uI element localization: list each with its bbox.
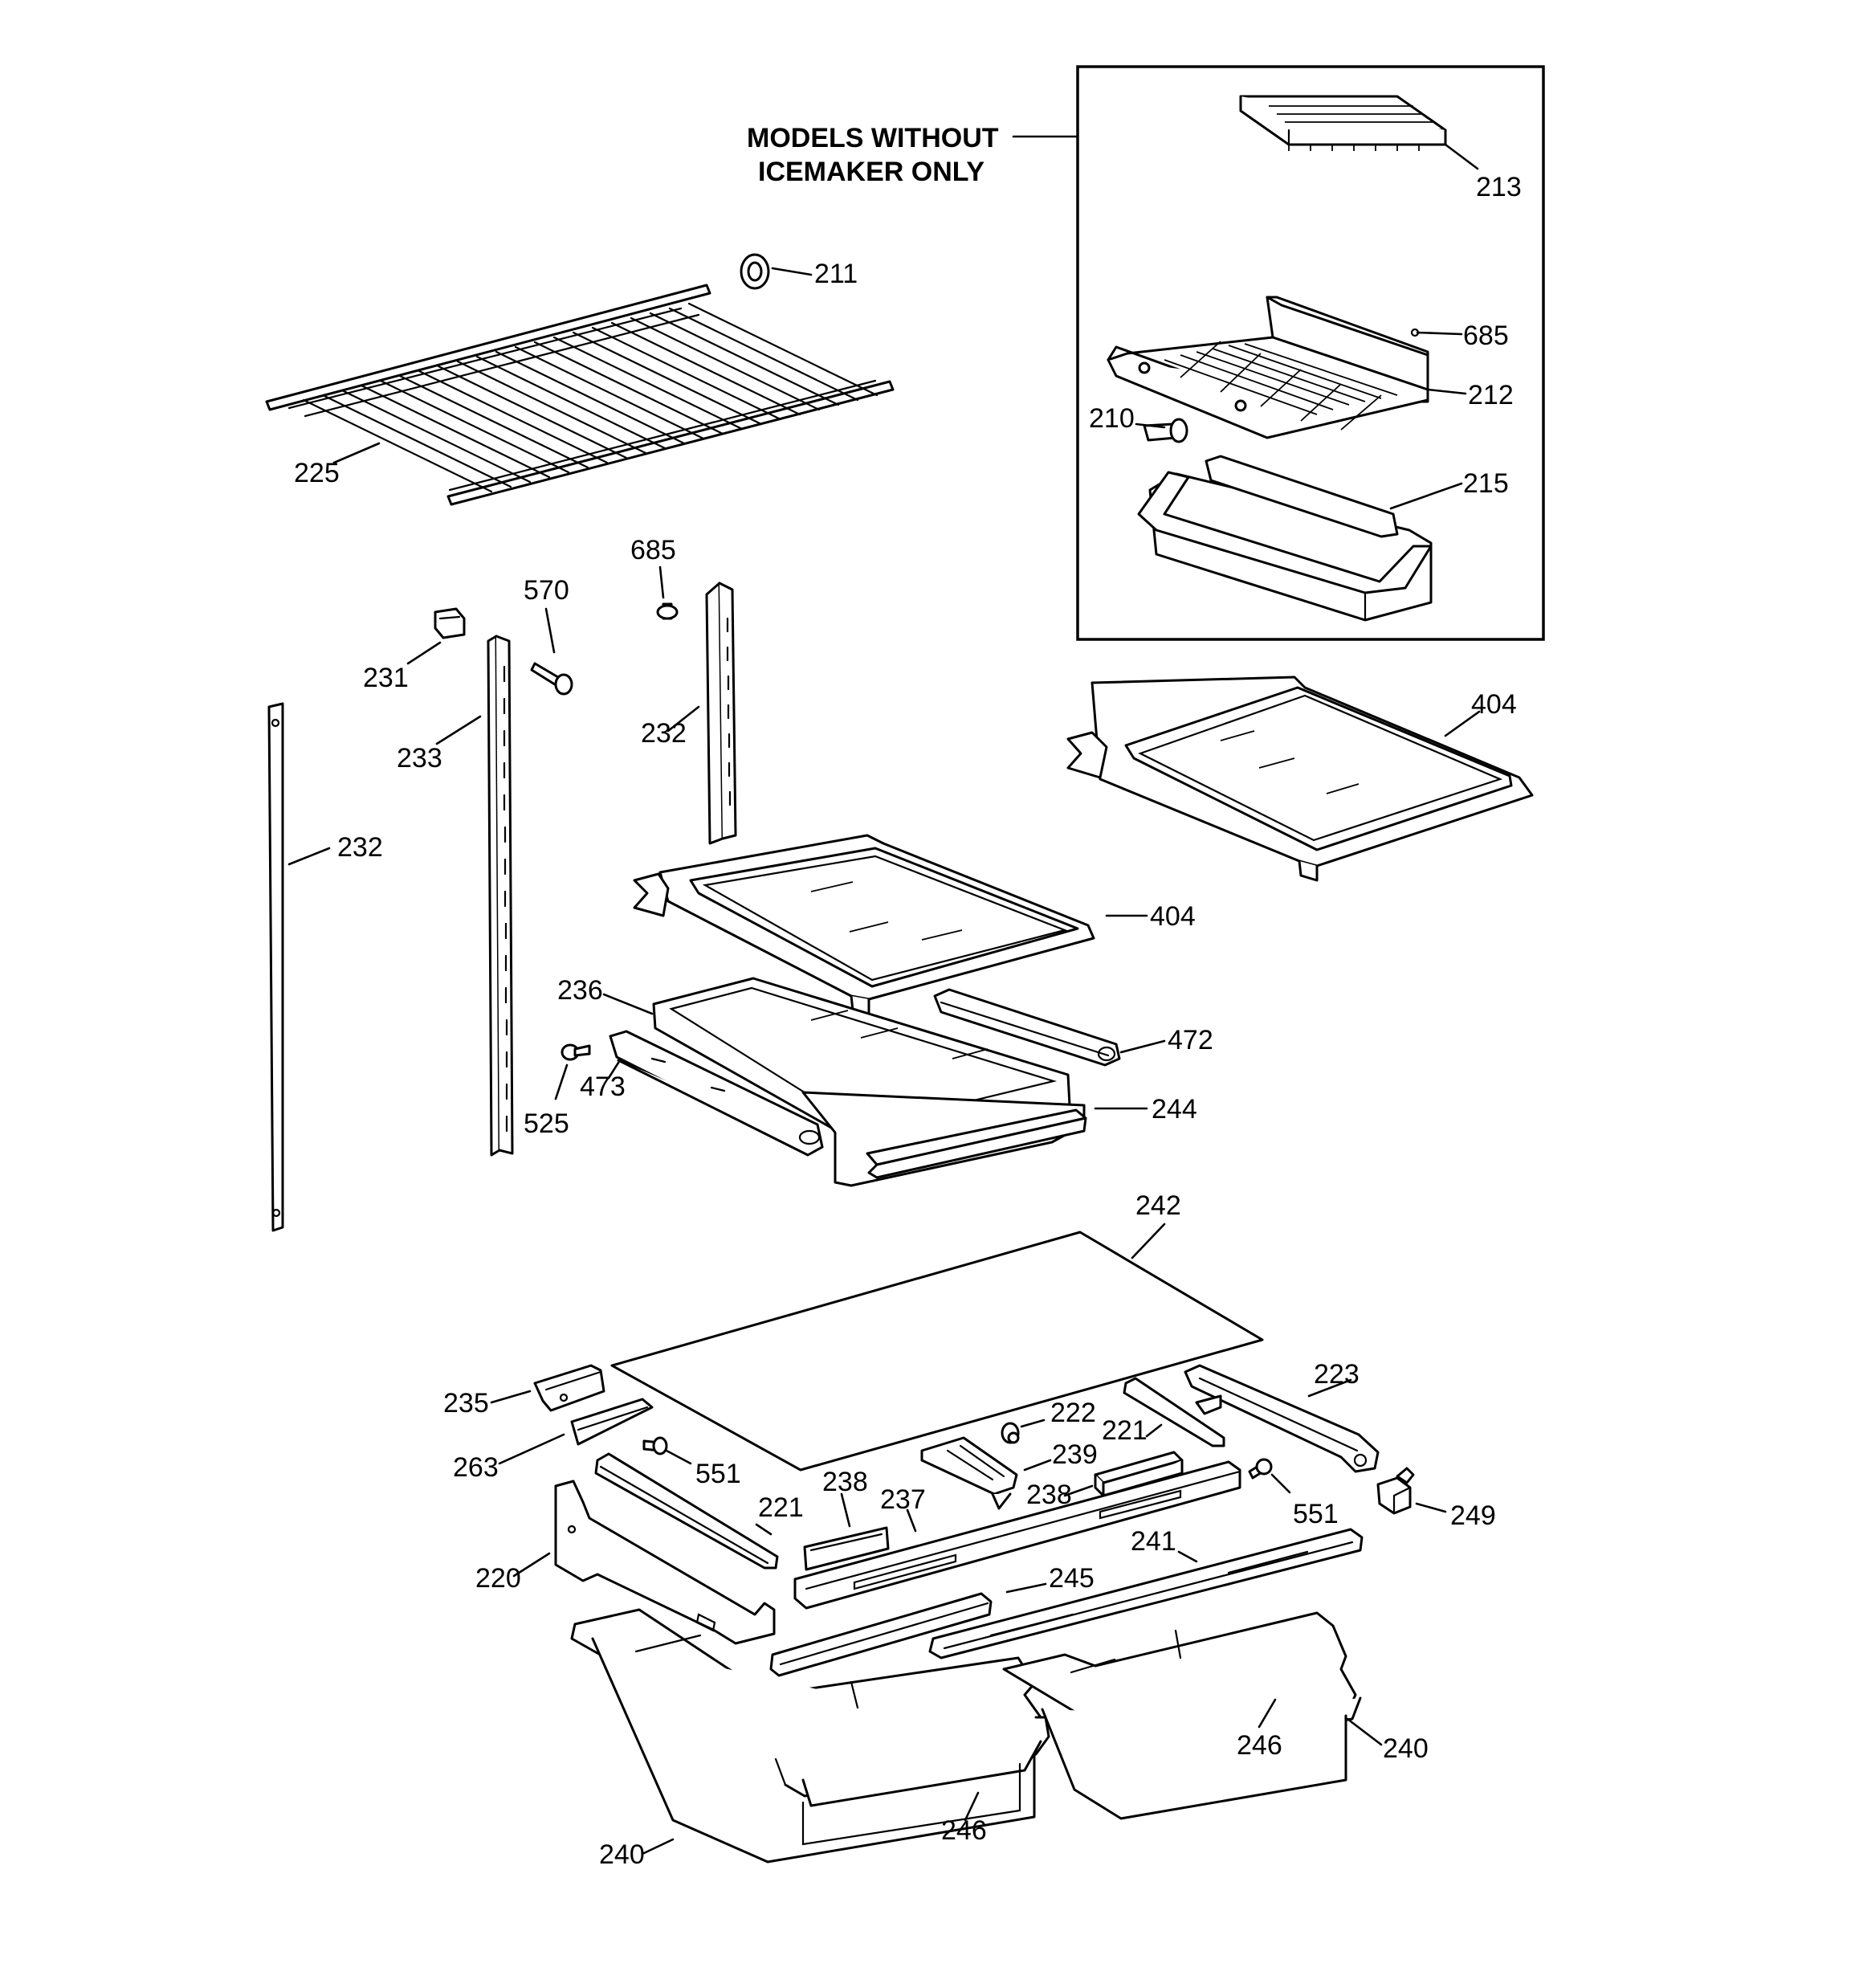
insert-238-left <box>803 1526 890 1571</box>
control-239 <box>920 1436 1018 1510</box>
shelf-cap-211 <box>740 253 770 290</box>
drawer-rail-472 <box>933 988 1121 1067</box>
callout-222: 222 <box>1050 1398 1096 1428</box>
callout-235: 235 <box>443 1388 489 1419</box>
knob-222 <box>1001 1422 1020 1444</box>
side-bracket-220 <box>554 1480 776 1645</box>
callout-236: 236 <box>557 975 603 1006</box>
rail-221-right <box>1123 1377 1225 1447</box>
callout-211: 211 <box>814 259 858 289</box>
damper-249 <box>1376 1467 1415 1515</box>
bracket-235 <box>533 1364 605 1412</box>
rail-221-left <box>594 1452 779 1570</box>
callout-233: 233 <box>397 743 442 774</box>
callout-263: 263 <box>453 1452 499 1483</box>
callout-212: 212 <box>1468 380 1514 410</box>
screw-551-right <box>1248 1458 1273 1480</box>
crisper-glass-cover-242 <box>610 1231 1264 1472</box>
callout-242: 242 <box>1135 1190 1181 1221</box>
callout-241: 241 <box>1131 1526 1176 1557</box>
inset-note-line2: ICEMAKER ONLY <box>758 157 984 187</box>
callout-240-left: 240 <box>599 1839 645 1870</box>
inset-note-line1: MODELS WITHOUT <box>747 123 999 153</box>
callout-238-left: 238 <box>822 1467 868 1497</box>
callout-472: 472 <box>1168 1025 1213 1055</box>
callout-551-left: 551 <box>695 1459 741 1489</box>
crisper-pan-240-right <box>1002 1611 1362 1820</box>
front-rail-237 <box>793 1460 1241 1610</box>
callout-221-right: 221 <box>1102 1415 1148 1446</box>
callout-404-upper: 404 <box>1471 689 1517 720</box>
ladder-clip-231 <box>434 607 466 639</box>
rail-241 <box>928 1528 1364 1659</box>
callout-238-right: 238 <box>1026 1480 1072 1510</box>
rail-245 <box>769 1592 993 1677</box>
callout-221-left: 221 <box>758 1492 804 1523</box>
screw-210 <box>1143 418 1188 443</box>
callout-570: 570 <box>524 575 569 606</box>
ice-cube-tray-213 <box>1239 95 1447 151</box>
crisper-pan-240-left <box>570 1608 1050 1863</box>
callout-232-left: 232 <box>337 832 383 863</box>
glass-shelf-404-upper <box>1066 676 1534 882</box>
shelf-ladder-232-right <box>705 582 737 845</box>
callout-249: 249 <box>1450 1500 1496 1531</box>
callout-404-lower: 404 <box>1150 901 1196 932</box>
shelf-ladder-233 <box>487 635 514 1157</box>
callout-244: 244 <box>1152 1094 1197 1125</box>
callout-223: 223 <box>1314 1359 1360 1390</box>
callout-246-right: 246 <box>1237 1730 1282 1761</box>
callout-240-right: 240 <box>1383 1733 1429 1764</box>
callout-210: 210 <box>1089 403 1135 434</box>
callout-231: 231 <box>363 663 409 693</box>
drawer-rail-473 <box>609 1030 824 1157</box>
callout-232-right: 232 <box>641 718 687 749</box>
callout-239: 239 <box>1052 1439 1098 1470</box>
callout-246-left: 246 <box>941 1815 987 1846</box>
wire-shelf-225 <box>265 284 895 506</box>
rail-263 <box>570 1398 654 1446</box>
drawer-frame-244 <box>801 1091 1087 1187</box>
screw-551-left <box>642 1436 668 1455</box>
callout-225: 225 <box>294 458 340 488</box>
glass-shelf-404-lower <box>633 834 1095 1015</box>
icemaker-inset-frame <box>1076 65 1545 641</box>
callout-525: 525 <box>524 1108 569 1139</box>
ice-tray-rack-212 <box>1107 296 1429 439</box>
callout-220: 220 <box>475 1563 521 1594</box>
callout-551-right: 551 <box>1293 1499 1339 1529</box>
callout-215: 215 <box>1463 468 1509 499</box>
callout-213: 213 <box>1476 172 1522 202</box>
side-rail-223 <box>1184 1364 1380 1473</box>
callout-473: 473 <box>580 1072 626 1102</box>
screw-525 <box>561 1043 591 1061</box>
screw-570 <box>530 662 573 696</box>
screw-685 <box>656 602 679 620</box>
shelf-ladder-232-left <box>267 702 284 1232</box>
callout-685-inset: 685 <box>1463 320 1509 351</box>
callout-685: 685 <box>630 535 676 565</box>
ice-bucket-215 <box>1137 455 1433 622</box>
callout-245: 245 <box>1049 1563 1095 1594</box>
callout-237: 237 <box>880 1484 926 1515</box>
